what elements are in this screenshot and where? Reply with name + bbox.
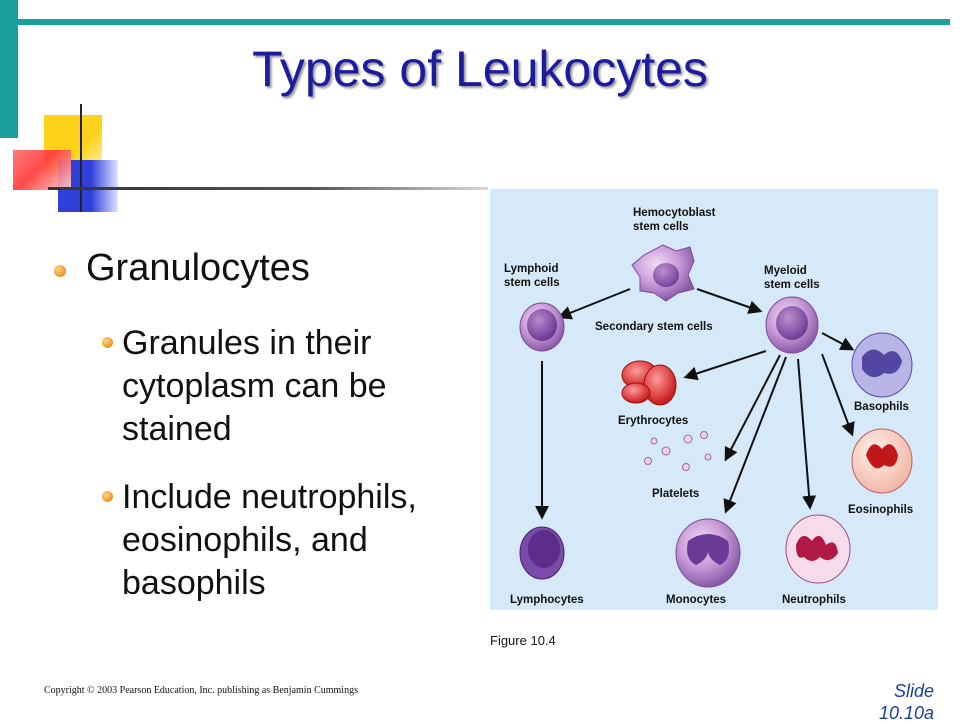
bullet-granulocytes: Granulocytes <box>86 247 310 289</box>
basophil-cell <box>851 332 913 398</box>
svg-text:Neutrophils: Neutrophils <box>782 594 846 606</box>
label-lymphoid-sub: stem cells <box>504 277 560 289</box>
slide-number: Slide 10.10a <box>860 680 934 724</box>
svg-text:Myeloid: Myeloid <box>764 265 807 277</box>
svg-text:Basophils: Basophils <box>854 401 909 413</box>
label-platelets: Platelets <box>652 488 699 500</box>
svg-text:stem cells: stem cells <box>633 221 689 233</box>
sub-bullet-granules: Granules in their cytoplasm can be stain… <box>122 324 387 448</box>
teal-corner-bar <box>0 0 18 138</box>
page-title: Types of Leukocytes <box>252 41 708 97</box>
label-hemocytoblast-sub: stem cells <box>633 221 689 233</box>
copyright-notice: Copyright © 2003 Pearson Education, Inc.… <box>44 685 358 696</box>
svg-text:Platelets: Platelets <box>652 488 699 500</box>
leukocyte-lineage-diagram: Hemocytoblast stem cells Lymphoid stem c… <box>490 189 938 610</box>
svg-text:Eosinophils: Eosinophils <box>848 504 913 516</box>
label-secondary-stem-cells: Secondary stem cells <box>595 321 713 333</box>
title-underline-rule <box>48 187 488 190</box>
red-square-decoration <box>13 150 71 190</box>
teal-top-rule <box>18 19 950 25</box>
svg-text:stem cells: stem cells <box>764 279 820 291</box>
label-lymphocytes: Lymphocytes <box>510 594 584 606</box>
label-monocytes: Monocytes <box>666 594 726 606</box>
bullet-dot <box>54 265 66 277</box>
vertical-rule <box>80 104 82 212</box>
hemocytoblast-cell <box>631 244 695 302</box>
svg-text:Erythrocytes: Erythrocytes <box>618 415 688 427</box>
label-neutrophils: Neutrophils <box>782 594 846 606</box>
lymphoid-stem-cell <box>519 302 565 352</box>
label-eosinophils: Eosinophils <box>848 504 913 516</box>
slide-id: 10.10a <box>878 703 934 723</box>
svg-text:Lymphoid: Lymphoid <box>504 263 559 275</box>
eosinophil-cell <box>851 428 913 494</box>
figure-caption: Figure 10.4 <box>490 633 556 648</box>
platelets-cells <box>644 431 712 471</box>
neutrophil-cell <box>785 514 851 584</box>
monocyte-cell <box>675 518 741 588</box>
label-myeloid-sub: stem cells <box>764 279 820 291</box>
myeloid-stem-cell <box>765 296 819 354</box>
sub-bullet-dot <box>102 491 113 502</box>
sub-bullet-dot <box>102 337 113 348</box>
erythrocytes-cells <box>621 360 677 406</box>
svg-text:Monocytes: Monocytes <box>666 594 726 606</box>
svg-text:stem cells: stem cells <box>504 277 560 289</box>
label-lymphoid: Lymphoid <box>504 263 559 275</box>
svg-text:Lymphocytes: Lymphocytes <box>510 594 584 606</box>
label-hemocytoblast: Hemocytoblast <box>633 207 716 219</box>
label-myeloid: Myeloid <box>764 265 807 277</box>
sub-bullet-include: Include neutrophils, eosinophils, and ba… <box>122 478 417 602</box>
svg-text:Hemocytoblast: Hemocytoblast <box>633 207 716 219</box>
label-erythrocytes: Erythrocytes <box>618 415 688 427</box>
slide-label: Slide <box>893 681 934 701</box>
label-basophils: Basophils <box>854 401 909 413</box>
lymphocyte-cell <box>519 526 565 580</box>
svg-text:Secondary stem cells: Secondary stem cells <box>595 321 713 333</box>
